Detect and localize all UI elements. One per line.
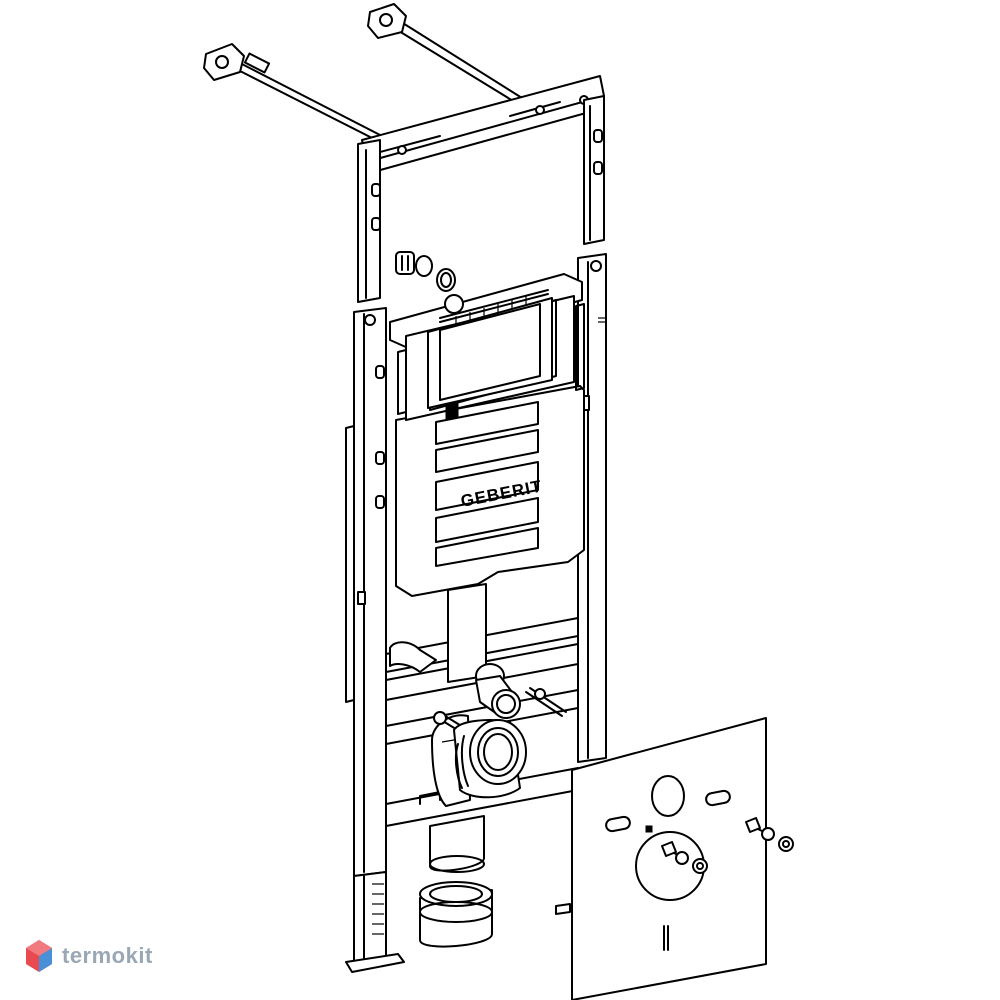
wall-anchor-rod-left xyxy=(203,43,383,143)
drain-reducer-sleeve xyxy=(419,881,493,948)
supply-pipe-connector xyxy=(475,663,521,719)
concealed-cistern: GEBERIT xyxy=(389,273,585,597)
termokit-logo-icon xyxy=(26,940,52,972)
watermark: termokit xyxy=(24,934,153,978)
watermark-text: termokit xyxy=(62,943,153,968)
water-connection-valve xyxy=(395,251,456,292)
wc-fixing-bolt xyxy=(661,841,708,874)
upper-frame xyxy=(357,75,605,303)
spare-fixing-bolt xyxy=(745,817,794,852)
drain-pipe xyxy=(429,815,485,873)
wall-anchor-rod-right xyxy=(367,3,523,105)
drain-bend xyxy=(453,719,527,799)
